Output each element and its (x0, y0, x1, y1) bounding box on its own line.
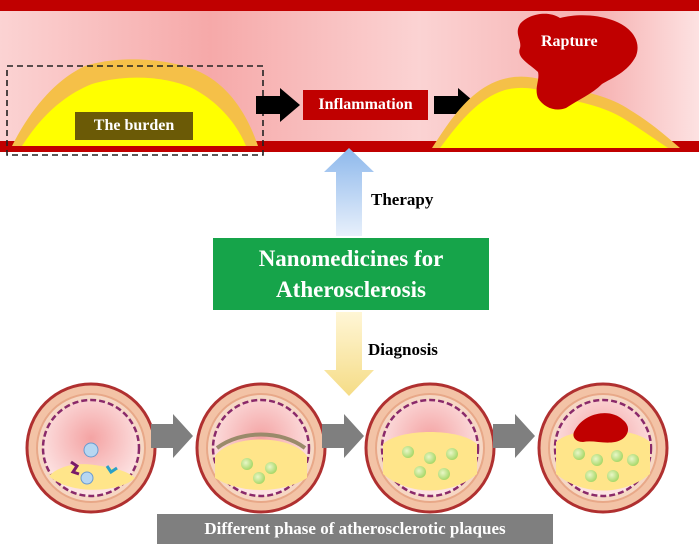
vessel-wall-bottom (0, 141, 699, 152)
phase-arrow-icon-2 (322, 414, 364, 458)
rupture-icon (573, 413, 629, 443)
title-line-1: Nanomedicines for (258, 246, 444, 271)
diagnosis-arrow-icon (324, 312, 374, 396)
rapture-label: Rapture (541, 33, 598, 50)
therapy-label: Therapy (371, 190, 434, 209)
phases-caption: Different phase of atherosclerotic plaqu… (157, 514, 553, 544)
cross-section-4 (537, 382, 669, 514)
cross-section-1 (25, 382, 157, 514)
cross-section-2 (195, 382, 327, 514)
ruptured-plaque (432, 13, 680, 148)
phase-arrow-icon-3 (493, 414, 535, 458)
diagnosis-label: Diagnosis (368, 340, 438, 359)
inflammation-label: Inflammation (303, 90, 428, 120)
arrow-right-icon (256, 88, 300, 122)
burden-label: The burden (75, 112, 193, 140)
vessel-wall-top (0, 0, 699, 11)
cross-section-3 (364, 382, 496, 514)
therapy-arrow-icon (324, 148, 374, 236)
rupture-shape (517, 13, 638, 110)
nanomedicine-title-box: Nanomedicines for Atherosclerosis (213, 238, 489, 310)
phase-arrow-icon-1 (151, 414, 193, 458)
title-line-2: Atherosclerosis (276, 277, 426, 302)
